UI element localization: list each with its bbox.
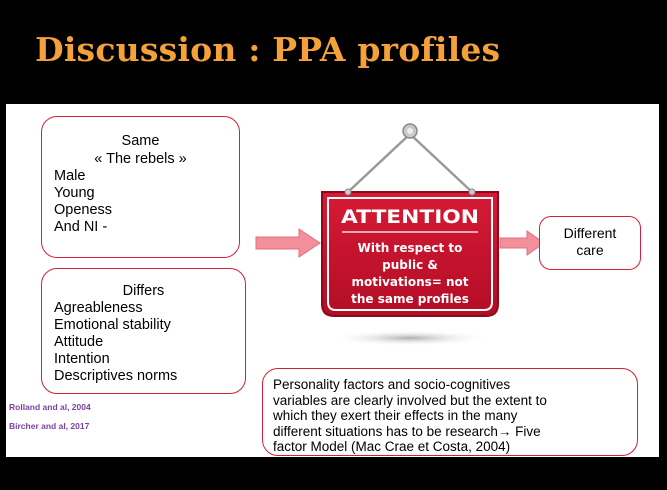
note-line: variables are clearly involved but the e… [273,392,547,408]
same-subheading: « The rebels » [94,151,187,167]
title-bar: Discussion : PPA profiles [6,4,659,104]
sign-body-line: With respect to [358,241,463,255]
differs-item: Intention [54,351,110,367]
sign-body-line: the same profiles [351,292,469,306]
sign-header: ATTENTION [341,206,479,228]
reference-bircher: Bircher and al, 2017 [9,421,90,431]
different-care-line: Different [563,225,617,241]
content-area: Same « The rebels » Male Young Openess A… [6,104,659,457]
same-box: Same « The rebels » Male Young Openess A… [41,116,240,258]
note-box: Personality factors and socio-cognitives… [262,368,638,456]
note-line: different situations has to be research→… [273,423,541,439]
differs-heading: Differs [122,283,165,299]
slide-title: Discussion : PPA profiles [35,30,501,69]
same-item: Male [54,168,86,184]
note-line: factor Model (Mac Crae et Costa, 2004) [273,439,511,454]
sign-body-line: motivations= not [351,275,468,289]
same-item: Openess [54,202,113,218]
differs-box: Differs Agreableness Emotional stability… [41,268,246,394]
differs-item: Agreableness [54,300,143,316]
different-care-line: care [576,242,604,258]
sign-body-line: public & [382,258,438,272]
reference-rolland: Rolland and al, 2004 [9,402,91,412]
note-line: which they exert their effects in the ma… [273,408,518,423]
differs-item: Descriptives norms [54,368,178,384]
same-heading: Same [121,133,160,149]
arrow-to-care [499,230,545,256]
differs-item: Attitude [54,334,104,350]
same-item: And NI - [54,219,108,235]
arrow-to-sign [255,228,321,258]
note-line: Personality factors and socio-cognitives [273,377,511,392]
different-care-box: Different care [539,216,641,270]
attention-sign: ATTENTION With respect to public & motiv… [321,123,499,346]
same-item: Young [54,185,95,201]
differs-item: Emotional stability [54,317,171,333]
